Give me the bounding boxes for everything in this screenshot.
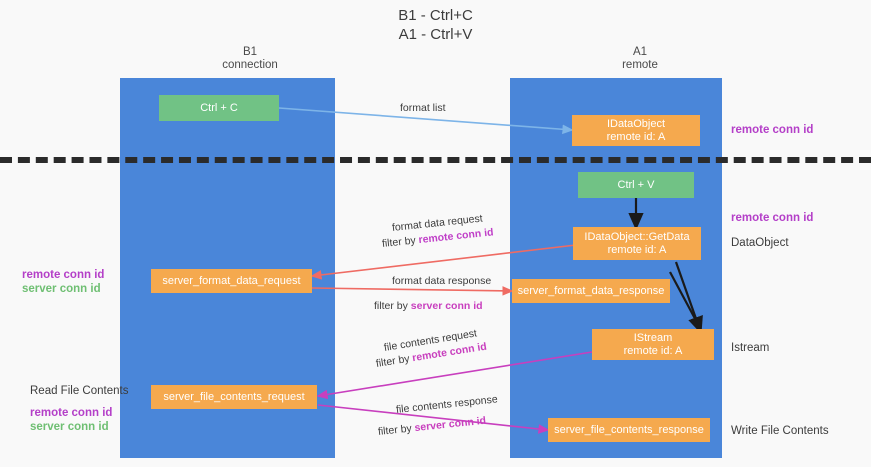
edge-label-file-contents-response-filter: filter by server conn id — [377, 414, 486, 439]
edge-label-format-list: format list — [400, 102, 446, 114]
node-server-file-contents-request[interactable]: server_file_contents_request — [151, 385, 317, 409]
annotation-remote-conn-id-mid: remote conn id — [731, 212, 814, 224]
annotation-write-file-contents: Write File Contents — [731, 425, 829, 437]
page-title: B1 - Ctrl+C A1 - Ctrl+V — [398, 7, 473, 43]
annotation-left-server-conn-id: server conn id — [22, 283, 101, 295]
node-ctrl-c[interactable]: Ctrl + C — [159, 95, 279, 121]
phase-separator — [0, 157, 871, 163]
node-idataobject-getdata[interactable]: IDataObject::GetData remote id: A — [573, 227, 701, 260]
annotation-remote-conn-id-top: remote conn id — [731, 124, 814, 136]
column-header-b1: B1 connection — [222, 46, 278, 71]
filter-prefix: filter by — [374, 300, 411, 312]
node-idataobject-top[interactable]: IDataObject remote id: A — [572, 115, 700, 146]
annotation-read-file-contents: Read File Contents — [30, 385, 129, 397]
filter-prefix: filter by — [381, 234, 420, 250]
column-header-a1: A1 remote — [622, 46, 658, 71]
node-server-file-contents-response[interactable]: server_file_contents_response — [548, 418, 710, 442]
annotation-left-remote-conn-id-2: remote conn id — [30, 407, 113, 419]
filter-key-server-conn-id: server conn id — [410, 300, 483, 312]
node-server-format-data-request[interactable]: server_format_data_request — [151, 269, 312, 293]
node-istream[interactable]: IStream remote id: A — [592, 329, 714, 360]
annotation-left-remote-conn-id: remote conn id — [22, 269, 105, 281]
edge-format-data-response — [311, 286, 514, 296]
node-server-format-data-response[interactable]: server_format_data_response — [512, 279, 670, 303]
annotation-dataobject: DataObject — [731, 237, 789, 249]
filter-prefix: filter by — [377, 422, 416, 438]
filter-key-server-conn-id: server conn id — [413, 414, 487, 435]
annotation-left-server-conn-id-2: server conn id — [30, 421, 109, 433]
edge-label-format-data-response: format data response — [392, 275, 492, 287]
edge-label-format-data-response-filter: filter by server conn id — [374, 299, 483, 313]
filter-prefix: filter by — [375, 352, 414, 370]
node-ctrl-v[interactable]: Ctrl + V — [578, 172, 694, 198]
annotation-istream: Istream — [731, 342, 770, 354]
